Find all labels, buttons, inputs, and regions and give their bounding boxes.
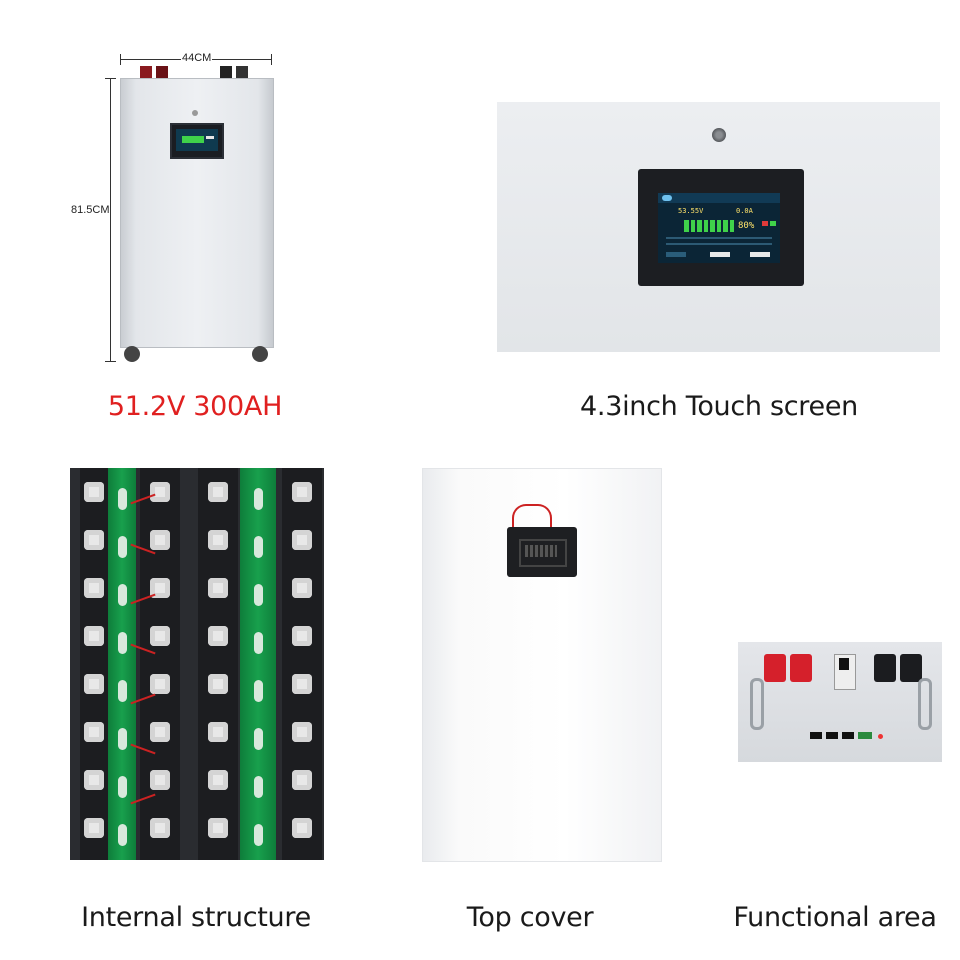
cell-terminal xyxy=(84,578,104,598)
cell-terminal xyxy=(208,770,228,790)
screen-button-a[interactable] xyxy=(666,252,686,257)
width-dimension-label: 44CM xyxy=(181,52,213,64)
comm-port-1[interactable] xyxy=(810,732,822,739)
caption-top-cover: Top cover xyxy=(466,902,594,933)
cell-terminal xyxy=(292,722,312,742)
negative-terminal-2 xyxy=(900,654,922,682)
cell-terminal xyxy=(150,722,170,742)
cell-terminal xyxy=(84,626,104,646)
cell-terminal xyxy=(84,770,104,790)
busbar-slot xyxy=(254,536,263,558)
positive-terminal-1 xyxy=(764,654,786,682)
busbar-slot xyxy=(118,488,127,510)
negative-terminal-1 xyxy=(874,654,896,682)
busbar-slot xyxy=(118,776,127,798)
cabinet-top-terminals xyxy=(124,66,268,78)
cell-terminal xyxy=(292,674,312,694)
positive-terminal-2 xyxy=(790,654,812,682)
status-indicator-red xyxy=(762,221,768,226)
battery-level-bars xyxy=(684,220,734,232)
cell-terminal xyxy=(150,530,170,550)
height-dimension-tick-bottom xyxy=(105,361,116,362)
caption-functional: Functional area xyxy=(733,902,937,933)
busbar-slot xyxy=(254,584,263,606)
busbar-slot xyxy=(118,680,127,702)
cell-terminal xyxy=(150,482,170,502)
caption-touch-screen: 4.3inch Touch screen xyxy=(580,391,858,422)
busbar-slot xyxy=(118,536,127,558)
caption-internal: Internal structure xyxy=(81,902,311,933)
breaker-switch[interactable] xyxy=(834,654,856,690)
cell-terminal xyxy=(150,674,170,694)
cell-terminal xyxy=(84,674,104,694)
busbar-slot xyxy=(254,488,263,510)
status-indicator-green xyxy=(770,221,776,226)
cell-terminal xyxy=(84,482,104,502)
height-dimension-line xyxy=(110,78,111,362)
lcd-display: 53.55V 0.0A 80% xyxy=(658,193,780,263)
width-dimension-tick-left xyxy=(120,54,121,65)
pcb-busbar xyxy=(240,468,276,860)
cell-terminal xyxy=(292,482,312,502)
cabinet-key-lock xyxy=(192,110,198,116)
cell-terminal xyxy=(208,722,228,742)
cell-terminal xyxy=(208,578,228,598)
cell-terminal xyxy=(84,530,104,550)
busbar-slot xyxy=(118,824,127,846)
cell-column xyxy=(140,468,180,860)
internal-structure-photo xyxy=(70,468,324,860)
screen-button-b[interactable] xyxy=(710,252,730,257)
cover-wire-icon xyxy=(512,504,552,532)
busbar-slot xyxy=(118,584,127,606)
busbar-slot xyxy=(254,776,263,798)
current-readout: 0.0A xyxy=(736,207,753,215)
cloud-icon xyxy=(662,195,672,201)
cell-terminal xyxy=(208,674,228,694)
cell-terminal xyxy=(292,818,312,838)
cell-terminal xyxy=(150,578,170,598)
cabinet-body xyxy=(120,78,274,348)
cell-terminal xyxy=(84,722,104,742)
width-dimension-tick-right xyxy=(271,54,272,65)
voltage-readout: 53.55V xyxy=(678,207,704,215)
cell-terminal xyxy=(292,578,312,598)
cell-terminal xyxy=(292,626,312,646)
cabinet-wheel-left xyxy=(124,346,140,362)
cell-column xyxy=(198,468,238,860)
comm-port-3[interactable] xyxy=(842,732,854,739)
caption-cabinet: 51.2V 300AH xyxy=(107,391,283,422)
busbar-slot xyxy=(118,728,127,750)
comm-port-2[interactable] xyxy=(826,732,838,739)
screen-button-c[interactable] xyxy=(750,252,770,257)
cell-terminal xyxy=(292,770,312,790)
cabinet-wheel-right xyxy=(252,346,268,362)
left-handle xyxy=(750,678,764,730)
cell-terminal xyxy=(150,626,170,646)
height-dimension-label: 81.5CM xyxy=(71,202,110,218)
functional-panel xyxy=(738,642,942,762)
busbar-slot xyxy=(254,824,263,846)
busbar-slot xyxy=(118,632,127,654)
soc-readout: 80% xyxy=(738,221,755,231)
panel-screw-icon xyxy=(712,128,726,142)
busbar-slot xyxy=(254,680,263,702)
cell-terminal xyxy=(208,626,228,646)
led-indicator xyxy=(878,734,883,739)
cell-column xyxy=(282,468,322,860)
busbar-slot xyxy=(254,728,263,750)
height-dimension-tick-top xyxy=(105,78,116,79)
cell-terminal xyxy=(84,818,104,838)
busbar-slot xyxy=(254,632,263,654)
dip-switch[interactable] xyxy=(858,732,872,739)
cell-terminal xyxy=(150,818,170,838)
cell-terminal xyxy=(208,818,228,838)
cell-terminal xyxy=(208,482,228,502)
right-handle xyxy=(918,678,932,730)
cell-terminal xyxy=(292,530,312,550)
cell-terminal xyxy=(208,530,228,550)
cabinet-mini-screen xyxy=(170,123,224,159)
cover-control-module xyxy=(507,527,577,577)
cell-terminal xyxy=(150,770,170,790)
cell-column xyxy=(80,468,108,860)
